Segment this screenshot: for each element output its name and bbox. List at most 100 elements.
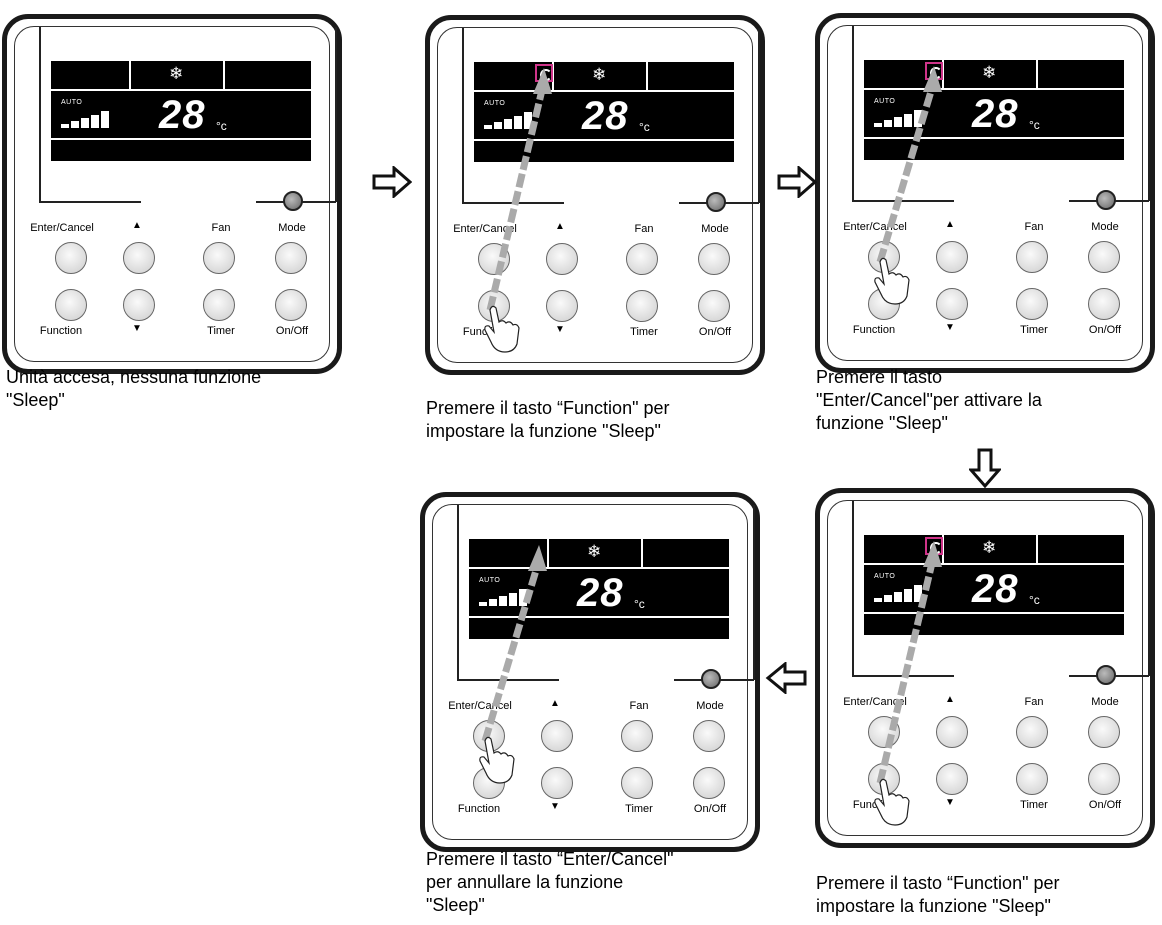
remote-panel-step-5: ❄ AUTO 28 °c Enter/Cancel ▲ Fan Mode Fun… [420, 492, 760, 852]
lcd-divider [864, 612, 1124, 614]
enter-cancel-label: Enter/Cancel [30, 222, 94, 234]
temperature-unit: °c [216, 119, 227, 133]
temperature-unit: °c [1029, 118, 1040, 132]
snowflake-icon: ❄ [592, 65, 607, 84]
on-off-button[interactable] [693, 767, 725, 799]
sleep-mode-icon [925, 62, 943, 80]
function-button[interactable] [478, 290, 510, 322]
mode-button[interactable] [275, 242, 307, 274]
enter-cancel-button[interactable] [473, 720, 505, 752]
up-label: ▲ [555, 221, 565, 232]
enter-cancel-button[interactable] [478, 243, 510, 275]
function-label: Function [852, 799, 896, 811]
lcd-display: ❄ AUTO 28 °c [474, 62, 734, 162]
lcd-icon-row: ❄ [51, 61, 311, 91]
panel-inner-frame: ❄ AUTO 28 °c Enter/Cancel ▲ Fan Mode Fun… [14, 26, 337, 362]
caption-step-2: Premere il tasto “Function" per impostar… [426, 398, 670, 441]
down-label: ▼ [550, 801, 560, 812]
mode-label: Mode [696, 700, 724, 712]
enter-cancel-label: Enter/Cancel [843, 696, 907, 708]
up-label: ▲ [550, 698, 560, 709]
function-button[interactable] [868, 763, 900, 795]
caption-step-5: Premere il tasto “Enter/Cancel" per annu… [426, 849, 674, 915]
arrow-right-icon [777, 166, 817, 198]
down-button[interactable] [936, 763, 968, 795]
mode-label: Mode [278, 222, 306, 234]
fan-button[interactable] [626, 243, 658, 275]
fan-speed-bars [874, 109, 934, 127]
timer-button[interactable] [1016, 763, 1048, 795]
fan-speed-bars [479, 588, 539, 606]
fan-button[interactable] [1016, 716, 1048, 748]
enter-cancel-button[interactable] [55, 242, 87, 274]
function-button[interactable] [55, 289, 87, 321]
temperature-value: 28 [582, 94, 629, 138]
lcd-divider [1036, 60, 1038, 88]
down-button[interactable] [546, 290, 578, 322]
on-off-label: On/Off [693, 803, 727, 815]
timer-button[interactable] [621, 767, 653, 799]
mode-button[interactable] [1088, 241, 1120, 273]
mode-button[interactable] [698, 243, 730, 275]
lcd-icon-row: ❄ [864, 535, 1124, 565]
down-label: ▼ [555, 324, 565, 335]
temperature-unit: °c [639, 120, 650, 134]
up-button[interactable] [936, 716, 968, 748]
remote-panel-step-1: ❄ AUTO 28 °c Enter/Cancel ▲ Fan Mode Fun… [2, 14, 342, 374]
down-label: ▼ [945, 797, 955, 808]
status-led [706, 192, 726, 212]
caption-step-3: Premere il tasto "Enter/Cancel"per attiv… [816, 367, 1042, 433]
enter-cancel-button[interactable] [868, 241, 900, 273]
fan-speed-bars [484, 111, 544, 129]
on-off-button[interactable] [1088, 763, 1120, 795]
fan-button[interactable] [203, 242, 235, 274]
lcd-divider [51, 138, 311, 140]
on-off-button[interactable] [1088, 288, 1120, 320]
on-off-label: On/Off [1088, 324, 1122, 336]
fan-button[interactable] [621, 720, 653, 752]
on-off-button[interactable] [275, 289, 307, 321]
timer-label: Timer [1020, 799, 1048, 811]
up-button[interactable] [123, 242, 155, 274]
up-label: ▲ [945, 694, 955, 705]
down-button[interactable] [541, 767, 573, 799]
mode-label: Mode [701, 223, 729, 235]
function-label: Function [852, 324, 896, 336]
status-led [1096, 190, 1116, 210]
up-button[interactable] [936, 241, 968, 273]
down-label: ▼ [132, 323, 142, 334]
status-led [1096, 665, 1116, 685]
fan-speed-bars [874, 584, 934, 602]
timer-button[interactable] [626, 290, 658, 322]
lcd-divider [223, 61, 225, 89]
up-button[interactable] [546, 243, 578, 275]
fan-button[interactable] [1016, 241, 1048, 273]
function-button[interactable] [473, 767, 505, 799]
function-button[interactable] [868, 288, 900, 320]
lcd-divider [942, 535, 944, 563]
lcd-display: ❄ AUTO 28 °c [864, 535, 1124, 635]
timer-button[interactable] [203, 289, 235, 321]
fan-label: Fan [211, 222, 231, 234]
down-button[interactable] [936, 288, 968, 320]
down-button[interactable] [123, 289, 155, 321]
up-button[interactable] [541, 720, 573, 752]
enter-cancel-button[interactable] [868, 716, 900, 748]
timer-button[interactable] [1016, 288, 1048, 320]
temperature-value: 28 [972, 567, 1019, 611]
lcd-display: ❄ AUTO 28 °c [51, 61, 311, 161]
fan-speed-bars [61, 110, 121, 128]
timer-label: Timer [1020, 324, 1048, 336]
temperature-value: 28 [159, 93, 206, 137]
up-label: ▲ [132, 220, 142, 231]
panel-inner-frame: ❄ AUTO 28 °c Enter/Cancel ▲ Fan Mode Fun… [432, 504, 755, 840]
lcd-display: ❄ AUTO 28 °c [469, 539, 729, 639]
lcd-divider [646, 62, 648, 90]
mode-button[interactable] [1088, 716, 1120, 748]
lcd-divider [942, 60, 944, 88]
timer-label: Timer [625, 803, 653, 815]
on-off-button[interactable] [698, 290, 730, 322]
mode-button[interactable] [693, 720, 725, 752]
lcd-divider [552, 62, 554, 90]
down-label: ▼ [945, 322, 955, 333]
